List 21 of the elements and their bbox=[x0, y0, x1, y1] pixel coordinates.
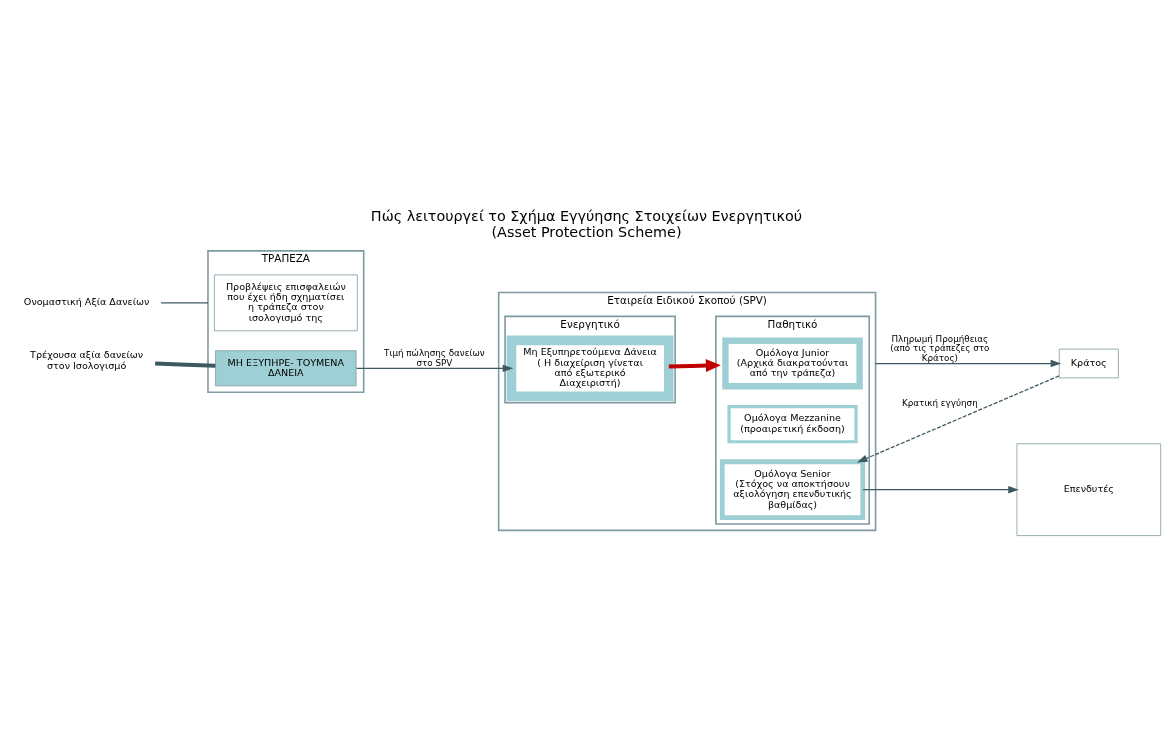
edge-label: Τιμή πώλησης δανείων στο SPV bbox=[384, 347, 485, 368]
edge-label: Κρατική εγγύηση bbox=[902, 397, 978, 408]
edge-label: Πληρωμή Προμήθειας (από τις τράπεζες στο Κράτος) bbox=[890, 333, 990, 363]
node-box: Ομόλογα Junior (Αρχικά διακρατούνται από την τράπεζα) bbox=[722, 337, 863, 389]
diagram-title: Πώς λειτουργεί το Σχήμα Εγγύησης Στοιχείων Ενεργητικού (Asset Protection Scheme) bbox=[370, 207, 803, 240]
node-box: Προβλέψεις επισφαλειών που έχει ήδη σχηματίσει η τράπεζα στον ισολογισμό της bbox=[213, 273, 358, 331]
node-box: Επενδυτές bbox=[1016, 442, 1162, 536]
node-box: ΜΗ ΕΞΥΠΗΡΕ- ΤΟΥΜΕΝΑ ΔΑΝΕΙΑ bbox=[215, 349, 357, 386]
arrow bbox=[856, 374, 1060, 462]
node-text: Τρέχουσα αξία δανείων στον Ισολογισμό bbox=[30, 348, 144, 371]
node-box: Κράτος bbox=[1058, 348, 1119, 378]
arrow bbox=[874, 359, 1062, 367]
node-box: Ομόλογα Senior (Στόχος να αποκτήσουν αξιολόγηση επενδυτικής βαθμίδας) bbox=[719, 458, 866, 520]
arrow bbox=[862, 485, 1019, 493]
node-box: Μη Εξυπηρετούμενα Δάνεια ( Η διαχείριση γίνεται από εξωτερικό Διαχειριστή) bbox=[506, 335, 674, 401]
arrow bbox=[355, 364, 514, 372]
node-box: Ομόλογα Mezzanine (προαιρετική έκδοση) bbox=[727, 404, 858, 443]
connector bbox=[155, 361, 216, 368]
connector bbox=[160, 301, 209, 303]
node-text: Ονομαστική Αξία Δανείων bbox=[23, 295, 150, 307]
arrow bbox=[668, 358, 721, 372]
